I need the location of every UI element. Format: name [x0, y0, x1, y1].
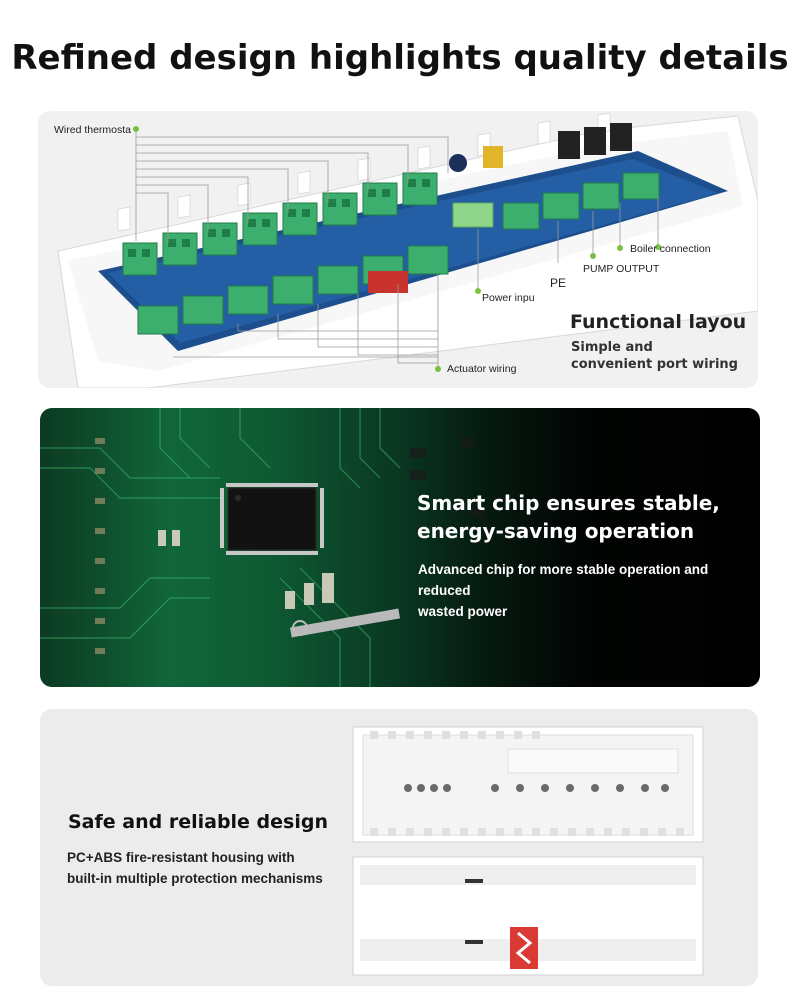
safe-design-subtitle-line1: PC+ABS fire-resistant housing with	[67, 850, 295, 865]
functional-layout-subtitle: Simple and convenient port wiring	[571, 339, 751, 373]
wiring-layout-panel: Wired thermosta Boiler connection PUMP O…	[38, 111, 758, 388]
callout-pe: PE	[550, 276, 567, 290]
wiring-center-illustration	[57, 112, 758, 388]
callout-pump-output: PUMP OUTPUT	[583, 263, 660, 275]
housing-illustration	[352, 726, 704, 976]
smart-chip-title-line2: energy-saving operation	[417, 519, 695, 543]
callout-actuator-wiring: Actuator wiring	[447, 363, 517, 375]
safe-design-subtitle: PC+ABS fire-resistant housing with built…	[67, 847, 327, 889]
callout-wired-thermostat: Wired thermosta	[54, 124, 132, 136]
callout-power-input: Power inpu	[482, 292, 535, 304]
functional-layout-subtitle-line2: convenient port wiring	[571, 357, 738, 372]
safe-design-title: Safe and reliable design	[68, 811, 328, 833]
smart-chip-subtitle: Advanced chip for more stable operation …	[418, 559, 753, 622]
smart-chip-title: Smart chip ensures stable, energy-saving…	[417, 489, 747, 545]
functional-layout-title: Functional layou	[570, 311, 747, 333]
safe-design-panel: Safe and reliable design PC+ABS fire-res…	[40, 709, 758, 986]
safe-design-subtitle-line2: built-in multiple protection mechanisms	[67, 871, 323, 886]
smart-chip-subtitle-line1: Advanced chip for more stable operation …	[418, 562, 709, 598]
smart-chip-panel: Smart chip ensures stable, energy-saving…	[40, 408, 760, 687]
pcb-chip-illustration	[40, 408, 484, 687]
smart-chip-subtitle-line2: wasted power	[418, 604, 508, 619]
smart-chip-title-line1: Smart chip ensures stable,	[417, 491, 720, 515]
functional-layout-subtitle-line1: Simple and	[571, 340, 653, 355]
callout-boiler-connection: Boiler connection	[630, 243, 711, 255]
page-headline: Refined design highlights quality detail…	[11, 38, 789, 78]
